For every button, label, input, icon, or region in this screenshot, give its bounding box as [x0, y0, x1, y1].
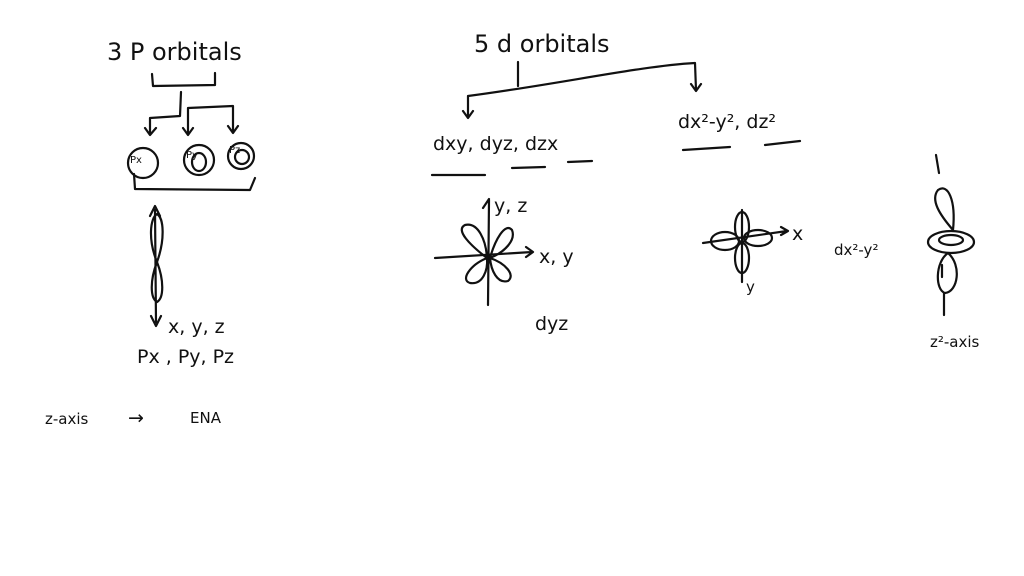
pz-orbital-circle: Pz	[226, 141, 256, 171]
p-axes-label: x, y, z	[168, 316, 225, 338]
note-arrow: →	[128, 407, 144, 429]
p-title-bracket	[150, 71, 217, 88]
d-branch-lines	[461, 60, 703, 120]
dx2y2-orbital-figure	[701, 208, 790, 284]
dx2y2-y-axis-label: y	[746, 278, 755, 296]
dyz-horizontal-axis-label: x, y	[539, 246, 574, 268]
dx2y2-x-axis-label: x	[792, 223, 803, 245]
p-branch-lines	[143, 90, 240, 137]
p-circles-bracket	[132, 172, 257, 192]
dz2-axis-label: z²-axis	[930, 333, 980, 351]
group2-underlines	[681, 139, 802, 152]
dyz-name-label: dyz	[535, 313, 568, 335]
p-orbitals-title: 3 P orbitals	[107, 38, 242, 66]
px-label: Px	[130, 155, 142, 166]
pz-label: Pz	[229, 145, 240, 156]
p-orbital-dumbbell	[148, 204, 164, 328]
dx2y2-name-label: dx²-y²	[834, 241, 878, 259]
p-names-label: Px , Py, Pz	[137, 346, 234, 368]
d-orbitals-title: 5 d orbitals	[474, 30, 610, 58]
px-orbital-circle: Px	[126, 146, 160, 180]
dz2-orbital-figure	[926, 153, 976, 317]
py-label: Py	[186, 150, 198, 161]
dyz-orbital-figure	[433, 197, 535, 307]
ena-note: ENA	[190, 409, 222, 427]
dyz-vertical-axis-label: y, z	[494, 195, 527, 217]
py-orbital-circle: Py	[182, 143, 216, 177]
z-axis-note: z-axis	[45, 410, 89, 428]
d-group1-label: dxy, dyz, dzx	[433, 133, 558, 155]
d-group2-label: dx²-y², dz²	[678, 111, 776, 133]
group1-underlines	[430, 159, 594, 177]
